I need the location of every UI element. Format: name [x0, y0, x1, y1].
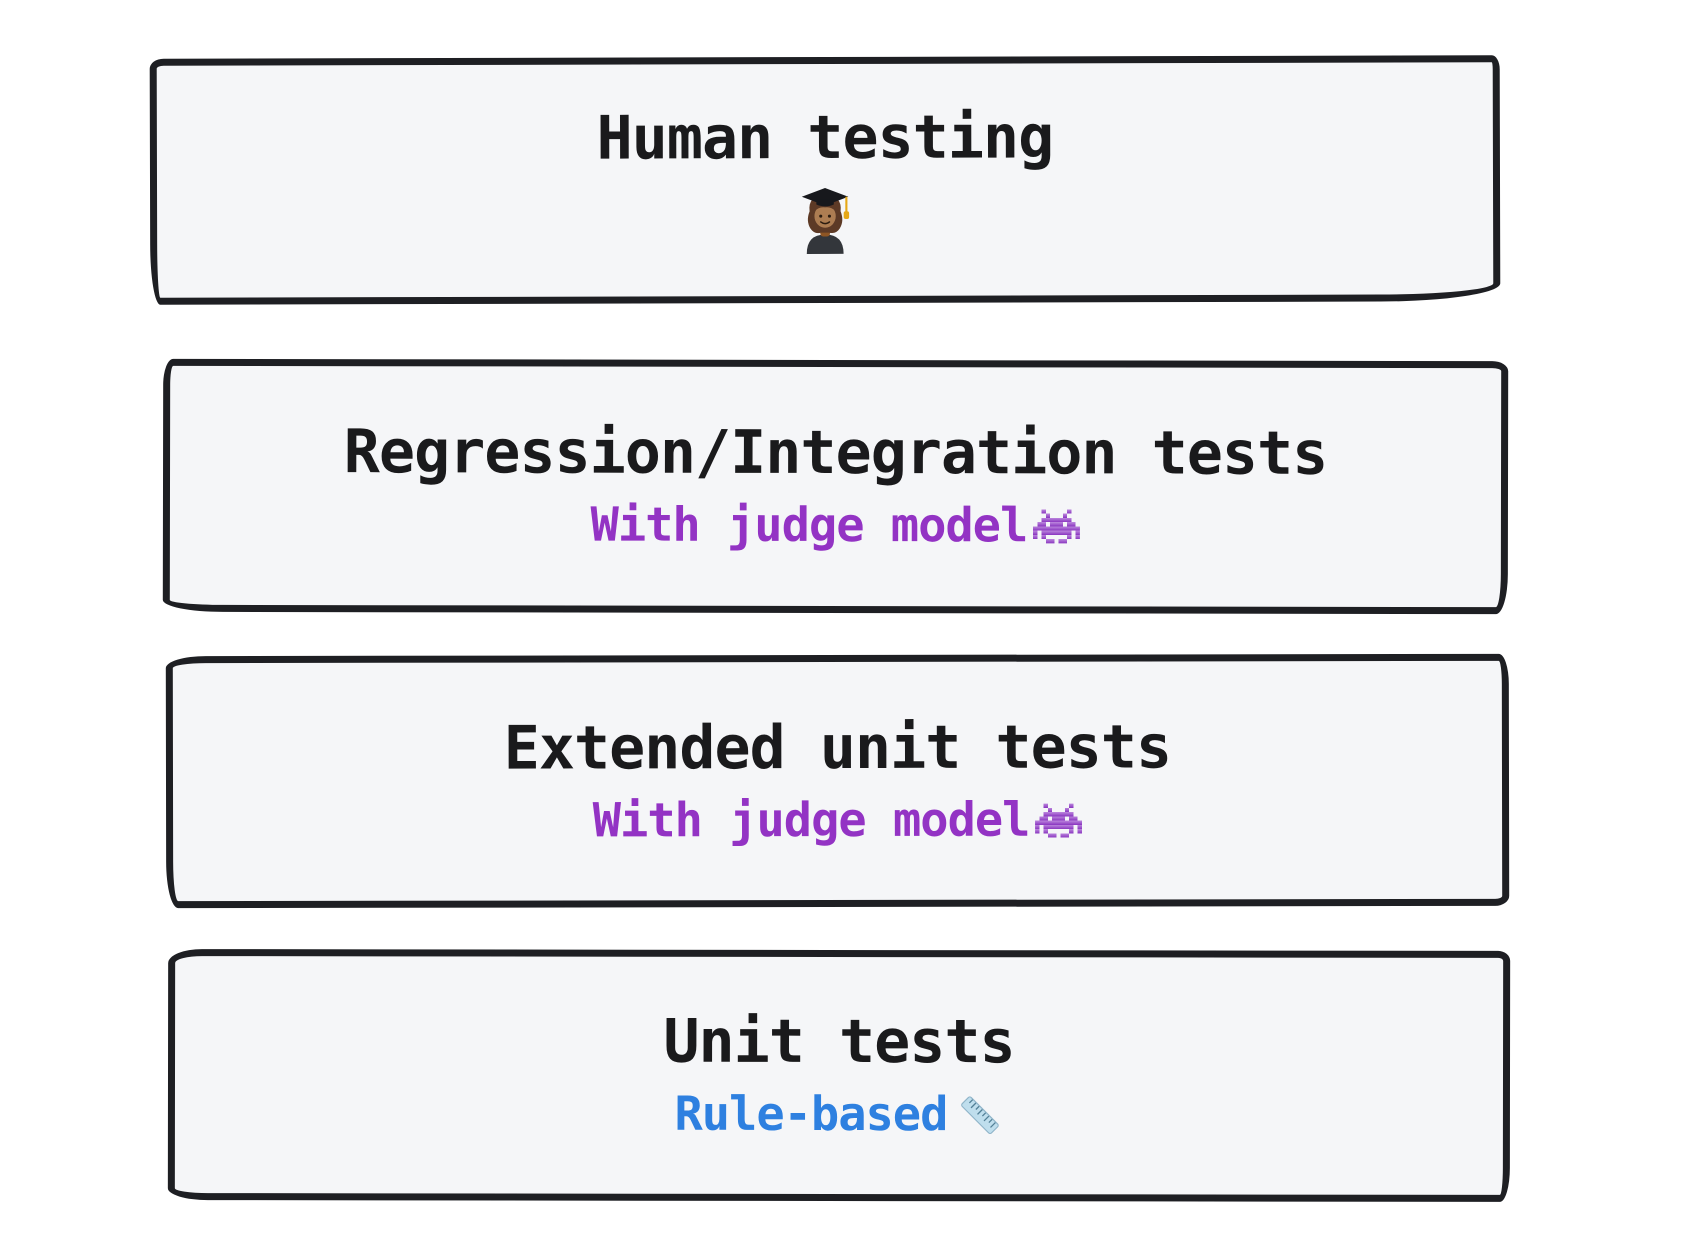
- box-regression-integration-tests: Regression/Integration tests With judge …: [162, 358, 1509, 615]
- space-invader-emoji: [1035, 803, 1083, 838]
- box-title: Human testing: [596, 101, 1054, 174]
- box-human-testing: Human testing: [149, 55, 1501, 305]
- box-extended-unit-tests: Extended unit tests With judge model: [165, 653, 1510, 909]
- box-title: Regression/Integration tests: [343, 417, 1328, 490]
- ruler-emoji: [957, 1092, 1003, 1138]
- box-subtitle-label: Rule-based: [674, 1087, 948, 1143]
- box-subtitle-label: With judge model: [592, 792, 1030, 849]
- space-invader-emoji: [1033, 509, 1081, 544]
- box-subtitle-label: With judge model: [590, 497, 1028, 554]
- student-graduate-emoji: [794, 185, 856, 254]
- box-unit-tests: Unit tests Rule-based: [167, 949, 1511, 1202]
- box-subtitle: Rule-based: [674, 1087, 1003, 1143]
- box-title: Extended unit tests: [503, 712, 1172, 784]
- box-subtitle: With judge model: [592, 792, 1083, 849]
- box-title: Unit tests: [663, 1007, 1015, 1078]
- box-subtitle: With judge model: [590, 497, 1081, 554]
